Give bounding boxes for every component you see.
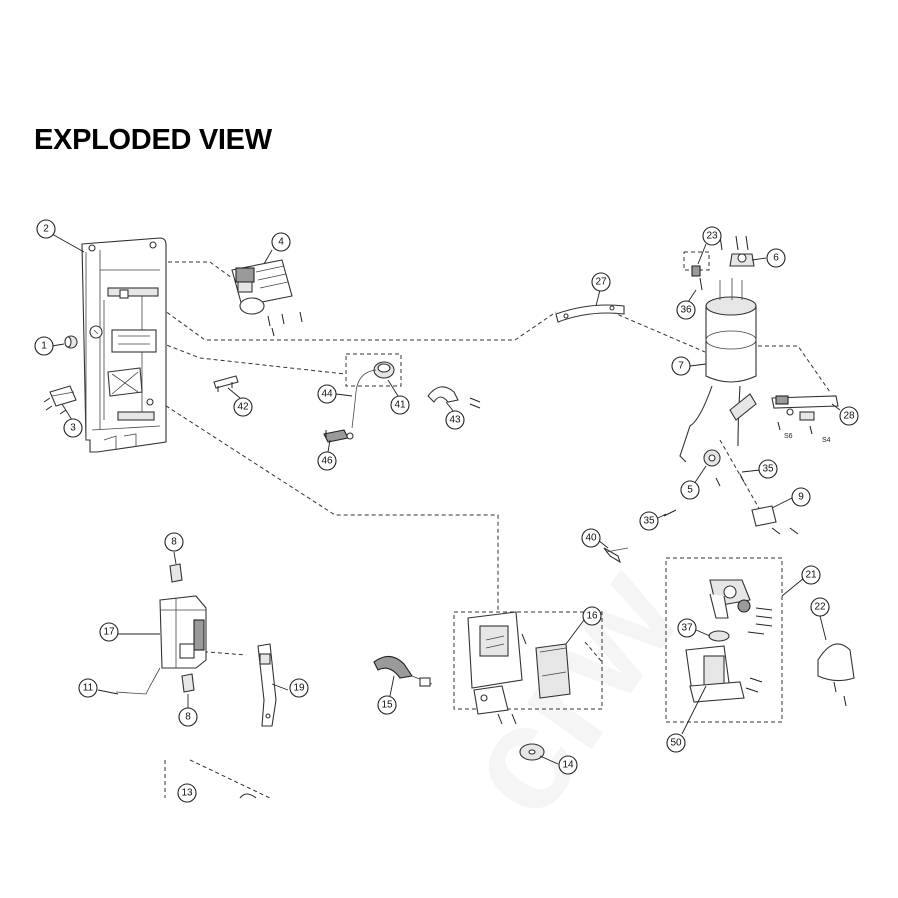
svg-text:7: 7: [678, 361, 684, 372]
assembly-lines: [105, 251, 831, 799]
callout-15: 15: [377, 695, 397, 715]
callout-28: 28: [839, 406, 859, 426]
callout-5: 5: [680, 480, 700, 500]
callout-27: 27: [591, 272, 611, 292]
callout-2: 2: [36, 219, 56, 239]
callout-22: 22: [810, 597, 830, 617]
svg-text:43: 43: [449, 415, 461, 426]
callout-19: 19: [289, 678, 309, 698]
svg-text:41: 41: [394, 400, 406, 411]
callout-9: 9: [791, 487, 811, 507]
label-s6: S6: [784, 433, 793, 440]
callout-8-lower: 8: [178, 707, 198, 727]
callout-16: 16: [582, 606, 602, 626]
svg-text:14: 14: [562, 760, 574, 771]
part-screw-35: [663, 509, 677, 517]
part-valve-21: [685, 579, 773, 703]
svg-text:35: 35: [762, 464, 774, 475]
part-strap-27: [555, 304, 625, 323]
callout-44: 44: [317, 384, 337, 404]
svg-text:27: 27: [595, 277, 607, 288]
callout-23: 23: [702, 226, 722, 246]
svg-text:19: 19: [293, 683, 305, 694]
callout-35-upper: 35: [758, 459, 778, 479]
part-cover-22: [817, 643, 855, 707]
svg-text:35: 35: [643, 516, 655, 527]
callout-37: 37: [677, 618, 697, 638]
callout-43: 43: [445, 410, 465, 430]
callout-42: 42: [233, 397, 253, 417]
callout-40: 40: [581, 528, 601, 548]
svg-text:28: 28: [843, 411, 855, 422]
svg-text:17: 17: [103, 627, 115, 638]
svg-text:9: 9: [798, 492, 804, 503]
part-disc-14: [519, 743, 545, 761]
svg-text:13: 13: [181, 788, 193, 799]
part-knob: [64, 335, 78, 349]
svg-text:22: 22: [814, 602, 826, 613]
callout-21: 21: [801, 565, 821, 585]
svg-text:21: 21: [805, 570, 817, 581]
part-top-fittings: [691, 235, 755, 291]
part-harness-15: [373, 655, 433, 687]
svg-text:40: 40: [585, 533, 597, 544]
callout-6: 6: [766, 248, 786, 268]
callout-1: 1: [34, 336, 54, 356]
svg-text:3: 3: [70, 423, 76, 434]
callout-46: 46: [317, 451, 337, 471]
page-title: EXPLODED VIEW: [34, 124, 272, 156]
callout-7: 7: [671, 356, 691, 376]
svg-text:50: 50: [670, 738, 682, 749]
part-bracket-9: [751, 505, 799, 535]
svg-text:5: 5: [687, 485, 693, 496]
svg-text:6: 6: [773, 253, 779, 264]
svg-text:8: 8: [185, 712, 191, 723]
part-sensor-28: S6 S4: [771, 395, 839, 444]
part-tank: [679, 278, 757, 463]
callout-14: 14: [558, 755, 578, 775]
part-partial-bottom: [239, 793, 257, 799]
part-nut-5: [703, 449, 745, 487]
callout-41: 41: [390, 395, 410, 415]
part-clip-42: [213, 375, 239, 392]
part-control-board-16: [467, 611, 571, 725]
part-plate-19: [257, 643, 277, 727]
part-bracket: [43, 385, 77, 415]
svg-text:36: 36: [680, 305, 692, 316]
part-hook-40: [603, 547, 629, 564]
part-breaker-17: [159, 563, 207, 693]
svg-text:37: 37: [681, 623, 693, 634]
callout-50: 50: [666, 733, 686, 753]
svg-text:4: 4: [278, 237, 284, 248]
label-s4: S4: [822, 437, 831, 444]
callout-4: 4: [271, 232, 291, 252]
leader-lines: [51, 233, 841, 765]
callout-35-lower: 35: [639, 511, 659, 531]
part-transformer-board: [231, 259, 303, 337]
svg-text:23: 23: [706, 231, 718, 242]
svg-text:42: 42: [237, 402, 249, 413]
svg-text:16: 16: [586, 611, 598, 622]
svg-text:8: 8: [171, 537, 177, 548]
part-wire-11: [115, 667, 161, 695]
svg-text:11: 11: [83, 683, 94, 694]
svg-text:44: 44: [321, 389, 333, 400]
callout-11: 11: [78, 678, 98, 698]
callout-8-upper: 8: [164, 532, 184, 552]
svg-text:46: 46: [321, 456, 333, 467]
svg-text:1: 1: [41, 341, 47, 352]
callout-36: 36: [676, 300, 696, 320]
part-clamp-43: [427, 386, 481, 409]
svg-text:15: 15: [381, 700, 393, 711]
callout-3: 3: [63, 418, 83, 438]
callout-17: 17: [99, 622, 119, 642]
part-thermostat-41: [323, 361, 395, 443]
callout-13: 13: [177, 783, 197, 803]
svg-text:2: 2: [43, 224, 49, 235]
part-back-panel: [81, 237, 167, 453]
